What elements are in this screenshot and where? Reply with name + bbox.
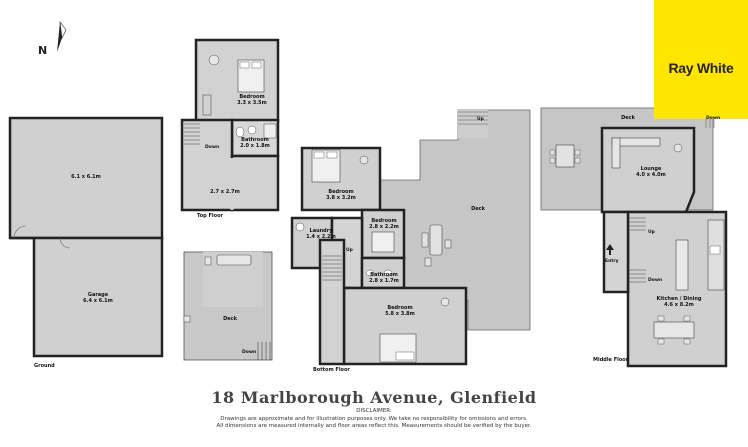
disclaimer-heading: DISCLAIMER: — [356, 408, 392, 414]
marker-down-top: Down — [205, 145, 220, 150]
room-name-bottom-bedroom-3: Bedroom — [387, 305, 413, 311]
marker-up-bottom-deck: Up — [477, 117, 484, 122]
room-size-bottom-bedroom-3: 5.8 x 3.8m — [385, 311, 415, 317]
north-label: N — [38, 44, 48, 57]
room-size-lounge: 4.0 x 4.0m — [636, 172, 666, 178]
disclaimer-line-1: Drawings are approximate and for illustr… — [220, 416, 528, 422]
room-name-bottom-deck: Deck — [471, 206, 485, 212]
room-name-bottom-bathroom: Bathroom — [370, 272, 398, 278]
room-size-garage: 6.4 x 6.1m — [83, 298, 113, 304]
room-size-laundry: 1.4 x 2.2m — [306, 234, 336, 240]
bottom-floor-plan — [290, 109, 531, 366]
room-name-bottom-bedroom-2: Bedroom — [371, 218, 397, 224]
room-size-top-bedroom: 3.3 x 3.5m — [237, 100, 267, 106]
floor-label-ground: Ground — [34, 363, 55, 369]
disclaimer-line-2: All dimensions are measured internally a… — [216, 423, 532, 429]
marker-down-middle: Down — [648, 278, 663, 283]
room-size-upper-ground: 6.1 x 6.1m — [71, 174, 101, 180]
room-name-laundry: Laundry — [309, 228, 333, 234]
floor-label-middle: Middle Floor — [593, 357, 629, 363]
room-size-kitchen-dining: 4.6 x 8.2m — [664, 302, 694, 308]
marker-down-middle-deck: Down — [706, 116, 721, 121]
room-size-bottom-bedroom-2: 2.8 x 2.2m — [369, 224, 399, 230]
ray-white-logo: Ray White — [654, 0, 748, 119]
floor-label-bottom: Bottom Floor — [313, 367, 350, 373]
room-name-garage: Garage — [87, 292, 109, 298]
marker-up-bottom-stairs: Up — [346, 248, 353, 253]
room-name-kitchen-dining: Kitchen / Dining — [656, 296, 702, 302]
room-size-bottom-bedroom-1: 3.8 x 3.2m — [326, 195, 356, 201]
room-name-bottom-bedroom-1: Bedroom — [328, 189, 354, 195]
top-floor-plan — [180, 38, 280, 212]
property-address-title: 18 Marlborough Avenue, Glenfield — [211, 388, 537, 407]
north-arrow-icon — [57, 20, 67, 52]
room-size-top-landing: 2.7 x 2.7m — [210, 189, 240, 195]
floor-label-top: Top Floor — [197, 213, 223, 219]
marker-down-ground: Down — [242, 350, 257, 355]
marker-up-middle: Up — [648, 230, 655, 235]
ground-floor-plan — [8, 116, 273, 361]
room-name-middle-deck: Deck — [621, 115, 635, 121]
middle-floor-plan — [540, 107, 728, 368]
brand-name: Ray White — [668, 60, 734, 76]
room-name-lounge: Lounge — [640, 166, 662, 172]
room-name-ground-deck: Deck — [223, 316, 237, 322]
room-size-top-bathroom: 2.0 x 1.8m — [240, 143, 270, 149]
room-name-top-bedroom: Bedroom — [239, 94, 265, 100]
room-name-entry: Entry — [605, 259, 619, 264]
room-name-top-bathroom: Bathroom — [241, 137, 269, 143]
room-size-bottom-bathroom: 2.8 x 1.7m — [369, 278, 399, 284]
